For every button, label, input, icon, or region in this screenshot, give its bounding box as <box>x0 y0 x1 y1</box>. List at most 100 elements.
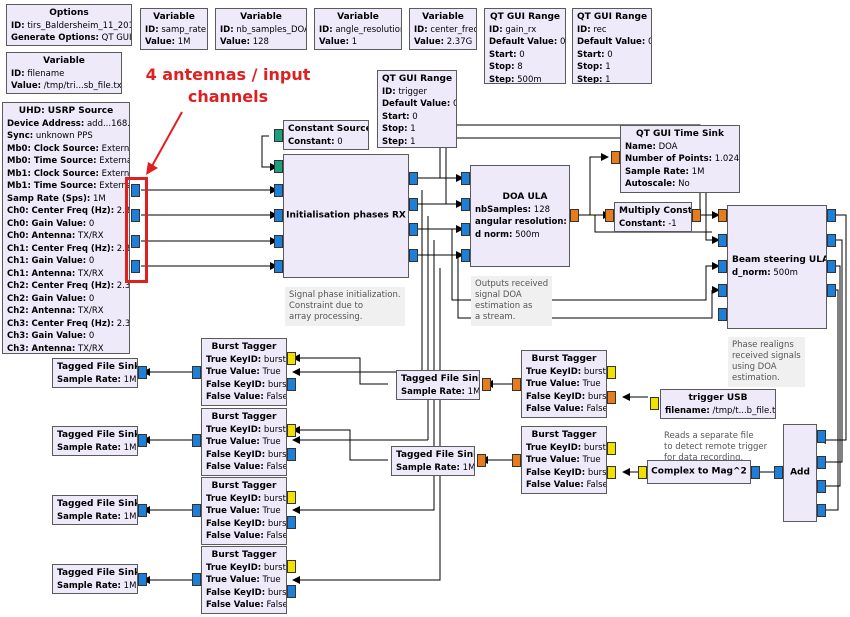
burst-out-port[interactable] <box>192 504 201 517</box>
burst-in-port-1[interactable] <box>607 466 616 479</box>
doa-in-port-0[interactable] <box>461 172 470 185</box>
doa-out-port[interactable] <box>570 209 579 222</box>
init-in-port-3[interactable] <box>274 235 283 248</box>
beam-steering-ula-block[interactable]: Beam steering ULA d_norm: 500m <box>727 205 827 329</box>
multiply-const-block[interactable]: Multiply Const Constant: -1 <box>614 202 692 232</box>
burst-out-port[interactable] <box>192 366 201 379</box>
burst-out-port[interactable] <box>192 434 201 447</box>
doa-in-port-3[interactable] <box>461 249 470 262</box>
add-out-port[interactable] <box>774 466 783 479</box>
init-in-port-4[interactable] <box>274 260 283 273</box>
tagged-file-sink-block[interactable]: Tagged File Sink Sample Rate: 1M <box>52 495 138 525</box>
burst-in-port-0[interactable] <box>607 366 616 379</box>
tagged-sink-in-port[interactable] <box>477 454 486 467</box>
tagged-file-sink-block[interactable]: Tagged File Sink Sample Rate: 1M <box>396 370 480 400</box>
init-in-port-0[interactable] <box>274 160 283 173</box>
add-block[interactable]: Add <box>783 424 817 522</box>
uhd-out-port-ch2[interactable] <box>131 235 140 248</box>
uhd-out-port-ch1[interactable] <box>131 209 140 222</box>
burst-tagger-block[interactable]: Burst Tagger True KeyID: burst True Valu… <box>201 338 287 406</box>
add-in-port-0[interactable] <box>817 430 826 443</box>
doa-in-port-1[interactable] <box>461 198 470 211</box>
antenna-highlight-box <box>125 177 148 283</box>
tagged-sink-in-port[interactable] <box>138 573 147 586</box>
complex-out-port[interactable] <box>638 466 647 479</box>
burst-in-port-0[interactable] <box>287 560 296 573</box>
beam-out-port-0[interactable] <box>827 209 836 222</box>
uhd-out-port-ch3[interactable] <box>131 260 140 273</box>
burst-in-port-1[interactable] <box>287 378 296 391</box>
doa-in-port-2[interactable] <box>461 223 470 236</box>
burst-in-port-1[interactable] <box>287 585 296 598</box>
burst-tagger-block[interactable]: Burst Tagger True KeyID: burst True Valu… <box>521 350 607 418</box>
tagged-file-sink-block[interactable]: Tagged File Sink Sample Rate: 1M <box>52 358 138 388</box>
time-sink-in-port[interactable] <box>611 151 620 164</box>
burst-in-port-0[interactable] <box>607 442 616 455</box>
variable-samp-rate-block[interactable]: Variable ID: samp_rate Value: 1M <box>140 8 208 50</box>
constant-source-out-port[interactable] <box>274 129 283 142</box>
tagged-file-sink-block[interactable]: Tagged File Sink Sample Rate: 1M <box>52 426 138 456</box>
add-in-port-1[interactable] <box>817 456 826 469</box>
range-gain-rx-block[interactable]: QT GUI Range ID: gain_rx Default Value: … <box>484 8 566 84</box>
variable-nb-samples-block[interactable]: Variable ID: nb_samples_DOA Value: 128 <box>215 8 307 50</box>
complex-to-mag2-block[interactable]: Complex to Mag^2 <box>647 460 751 484</box>
uhd-usrp-source-block[interactable]: UHD: USRP Source Device Address: add...1… <box>2 102 130 354</box>
burst-tagger-block[interactable]: Burst Tagger True KeyID: burst True Valu… <box>201 477 287 545</box>
range-trigger-block[interactable]: QT GUI Range ID: trigger Default Value: … <box>377 70 457 148</box>
trigger-usb-block[interactable]: trigger USB filename: /tmp/t...b_file.tx… <box>660 389 776 419</box>
burst-out-port[interactable] <box>192 573 201 586</box>
complex-in-port[interactable] <box>751 466 760 479</box>
tagged-file-sink-block[interactable]: Tagged File Sink Sample Rate: 1M <box>391 446 475 476</box>
variable-filename-block[interactable]: Variable ID: filename Value: /tmp/tri...… <box>6 52 122 94</box>
tagged-sink-in-port[interactable] <box>482 378 491 391</box>
annotation-text: 4 antennas / input channels <box>145 65 311 106</box>
burst-tagger-block[interactable]: Burst Tagger True KeyID: burst True Valu… <box>201 546 287 614</box>
add-in-port-2[interactable] <box>817 480 826 493</box>
beam-out-port-1[interactable] <box>827 234 836 247</box>
uhd-out-port-ch0[interactable] <box>131 184 140 197</box>
init-in-port-2[interactable] <box>274 209 283 222</box>
burst-in-port-1[interactable] <box>607 391 616 404</box>
beam-out-port-3[interactable] <box>827 284 836 297</box>
init-phase-comment: Signal phase initialization.Constraint d… <box>285 287 405 326</box>
beam-in-port-3[interactable] <box>718 284 727 297</box>
init-in-port-1[interactable] <box>274 184 283 197</box>
burst-in-port-0[interactable] <box>287 352 296 365</box>
add-in-port-3[interactable] <box>817 504 826 517</box>
beam-in-port-2[interactable] <box>718 260 727 273</box>
tagged-sink-in-port[interactable] <box>138 504 147 517</box>
burst-tagger-block[interactable]: Burst Tagger True KeyID: burst True Valu… <box>201 408 287 476</box>
tagged-file-sink-block[interactable]: Tagged File Sink Sample Rate: 1M <box>52 564 138 594</box>
beam-in-port-4[interactable] <box>718 308 727 321</box>
burst-tagger-block[interactable]: Burst Tagger True KeyID: burst True Valu… <box>521 426 607 494</box>
tagged-sink-in-port[interactable] <box>138 366 147 379</box>
multiply-in-port[interactable] <box>605 209 614 222</box>
init-out-port-2[interactable] <box>409 223 418 236</box>
init-out-port-0[interactable] <box>409 172 418 185</box>
tagged-sink-in-port[interactable] <box>138 434 147 447</box>
burst-in-port-0[interactable] <box>287 491 296 504</box>
initialisation-phases-block[interactable]: Initialisation phases RX <box>283 154 409 278</box>
range-rec-block[interactable]: QT GUI Range ID: rec Default Value: 0 St… <box>572 8 652 84</box>
qt-gui-time-sink-block[interactable]: QT GUI Time Sink Name: DOA Number of Poi… <box>620 125 740 193</box>
burst-out-port[interactable] <box>512 378 521 391</box>
beam-in-port-0[interactable] <box>718 209 727 222</box>
init-out-port-3[interactable] <box>409 249 418 262</box>
options-block[interactable]: Options ID: tirs_Baldersheim_11_2018 Gen… <box>6 4 132 46</box>
multiply-out-port[interactable] <box>692 209 701 222</box>
trigger-usb-out-port[interactable] <box>650 397 659 410</box>
burst-out-port[interactable] <box>512 454 521 467</box>
constant-source-block[interactable]: Constant Source Constant: 0 <box>283 120 369 150</box>
variable-angle-resolution-block[interactable]: Variable ID: angle_resolution Value: 1 <box>314 8 402 50</box>
doa-ula-block[interactable]: DOA ULA nbSamples: 128 angular resolutio… <box>470 165 570 267</box>
variable-center-freq-block[interactable]: Variable ID: center_freq Value: 2.37G <box>409 8 477 50</box>
beam-out-port-2[interactable] <box>827 260 836 273</box>
beam-in-port-1[interactable] <box>718 234 727 247</box>
burst-in-port-1[interactable] <box>287 516 296 529</box>
burst-in-port-1[interactable] <box>287 448 296 461</box>
init-out-port-1[interactable] <box>409 198 418 211</box>
burst-in-port-0[interactable] <box>287 424 296 437</box>
